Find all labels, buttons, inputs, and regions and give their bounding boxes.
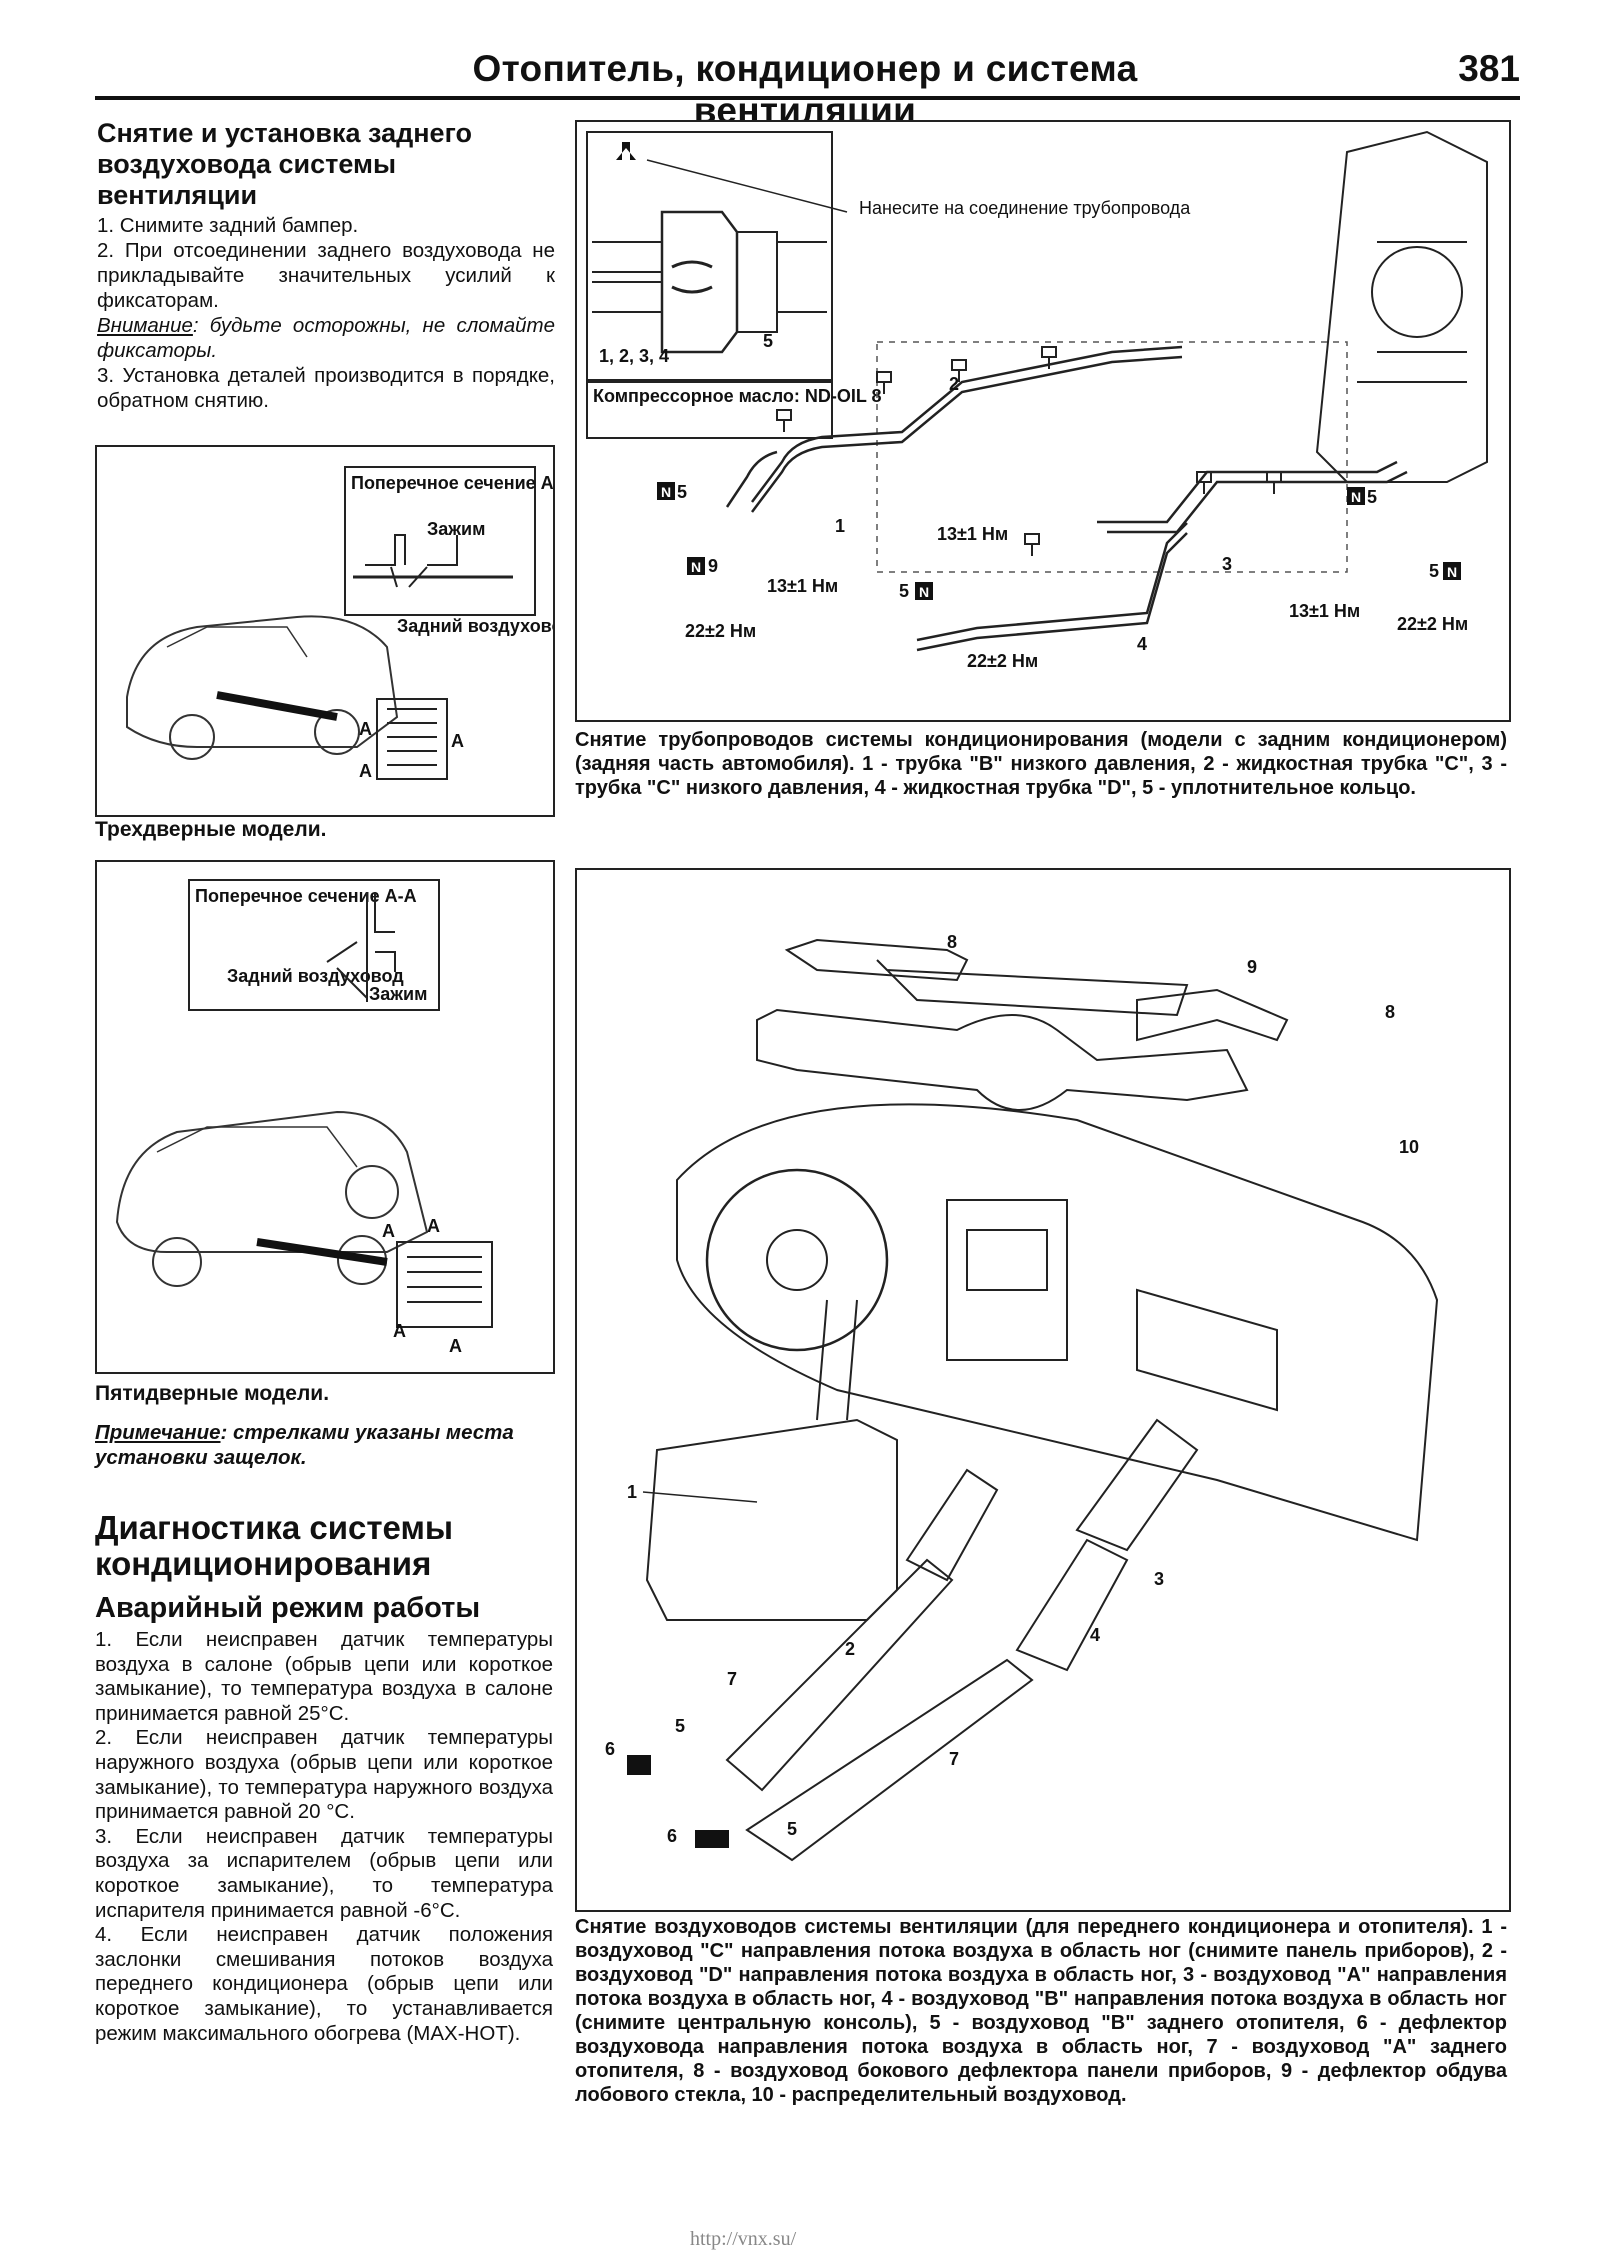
tag-num-5-d: 5 — [1429, 561, 1439, 581]
duct-label-2: 2 — [845, 1639, 855, 1659]
arrow-icon — [616, 142, 636, 160]
diag-item-1: 1. Если неисправен датчик температуры во… — [95, 1628, 553, 1725]
figure-ac-pipes: Нанесите на соединение трубопровода 1, 2… — [575, 120, 1511, 722]
inset-numbers: 1, 2, 3, 4 — [599, 346, 669, 366]
label-section: Поперечное сечение А-А — [195, 886, 417, 906]
duct-label-4: 4 — [1090, 1625, 1100, 1645]
note-label: Примечание — [95, 1421, 221, 1444]
pipe-label-4: 4 — [1137, 634, 1147, 654]
tag-num-5-b: 5 — [899, 581, 909, 601]
caption-five-door: Пятидверные модели. — [95, 1382, 330, 1405]
section-heading-rear-duct: Снятие и установка заднего воздуховода с… — [97, 118, 472, 210]
duct-label-7b: 7 — [949, 1749, 959, 1769]
label-a-4: A — [449, 1336, 462, 1356]
label-a-2: A — [427, 1216, 440, 1236]
warning-text: : будьте осторожны, не сломайте фиксатор… — [97, 314, 555, 362]
tag-n-4: N — [1351, 489, 1361, 505]
duct-label-7a: 7 — [727, 1669, 737, 1689]
duct-label-8b: 8 — [1385, 1002, 1395, 1022]
duct-label-8a: 8 — [947, 932, 957, 952]
step-3: 3. Установка деталей производится в поря… — [97, 364, 555, 412]
label-a-3: A — [393, 1321, 406, 1341]
diag-item-4: 4. Если неисправен датчик положения засл… — [95, 1923, 553, 2045]
figure-three-door: Поперечное сечение А-А Зажим Задний возд… — [95, 445, 555, 817]
figure-vent-ducts: 1 2 3 4 5 5 6 6 7 7 8 8 9 10 — [575, 868, 1511, 1912]
page-number: 381 — [1458, 48, 1520, 89]
section2-body: 1. Если неисправен датчик температуры во… — [95, 1628, 553, 2046]
figure-five-door: Поперечное сечение А-А Задний воздуховод… — [95, 860, 555, 1374]
duct-label-10: 10 — [1399, 1137, 1419, 1157]
pipe-label-1: 1 — [835, 516, 845, 536]
duct-label-5b: 5 — [787, 1819, 797, 1839]
header-rule — [95, 96, 1520, 100]
label-duct: Задний воздуховод — [397, 616, 553, 636]
torque-22-b: 22±2 Нм — [967, 651, 1038, 671]
diag-item-3: 3. Если неисправен датчик температуры во… — [95, 1824, 553, 1922]
inset-note: Нанесите на соединение трубопровода — [859, 198, 1191, 218]
note-text: : стрелками указаны места установки заще… — [95, 1421, 514, 1469]
label-clamp: Зажим — [427, 519, 485, 539]
tag-n-box-1 — [657, 482, 675, 500]
label-a-2: A — [359, 761, 372, 781]
tag-n-2: N — [691, 559, 701, 575]
section1-body: 1. Снимите задний бампер. 2. При отсоеди… — [97, 213, 555, 413]
torque-22-a: 22±2 Нм — [685, 621, 756, 641]
warning-label: Внимание — [97, 314, 193, 337]
tag-n-5: N — [1447, 564, 1457, 580]
duct-label-1: 1 — [627, 1482, 637, 1502]
tag-num-9: 9 — [708, 556, 718, 576]
tag-n-box-3 — [915, 582, 933, 600]
inset-five: 5 — [763, 331, 773, 351]
torque-22-c: 22±2 Нм — [1397, 614, 1468, 634]
caption-three-door: Трехдверные модели. — [95, 818, 327, 841]
label-a-1: A — [359, 719, 372, 739]
label-duct: Задний воздуховод — [227, 966, 404, 986]
step-2: 2. При отсоединении заднего воздуховода … — [97, 239, 555, 312]
tag-num-5-a: 5 — [677, 482, 687, 502]
step-1: 1. Снимите задний бампер. — [97, 214, 359, 237]
tag-n-box-2 — [687, 557, 705, 575]
label-section: Поперечное сечение А-А — [351, 473, 553, 493]
tag-n-1: N — [661, 484, 671, 500]
diag-item-2: 2. Если неисправен датчик температуры на… — [95, 1726, 553, 1824]
vent-ducts-diagram: 1 2 3 4 5 5 6 6 7 7 8 8 9 10 — [605, 932, 1439, 1862]
pipe-label-2: 2 — [949, 374, 959, 394]
tag-num-5-c: 5 — [1367, 487, 1377, 507]
label-clamp: Зажим — [369, 984, 427, 1004]
duct-label-6b: 6 — [667, 1826, 677, 1846]
duct-label-6a: 6 — [605, 1739, 615, 1759]
label-a-1: A — [382, 1221, 395, 1241]
five-door-diagram: Поперечное сечение А-А Задний воздуховод… — [115, 879, 493, 1356]
duct-label-3: 3 — [1154, 1569, 1164, 1589]
caption-vent-ducts: Снятие воздуховодов системы вентиляции (… — [575, 1916, 1507, 2106]
tag-n-box-5 — [1443, 562, 1461, 580]
oil-label: Компрессорное масло: ND-OIL 8 — [593, 386, 882, 406]
three-door-diagram: Поперечное сечение А-А Зажим Задний возд… — [126, 466, 553, 781]
label-a-3: A — [451, 731, 464, 751]
duct-label-5a: 5 — [675, 1716, 685, 1736]
watermark: http://vnx.su/ — [690, 2228, 797, 2250]
duct-label-9: 9 — [1247, 957, 1257, 977]
tag-n-box-4 — [1347, 487, 1365, 505]
clamp-icon — [776, 346, 1282, 556]
deflector-icon-1 — [627, 1755, 651, 1775]
torque-13-a: 13±1 Нм — [767, 576, 838, 596]
note-latches: Примечание: стрелками указаны места уста… — [95, 1420, 553, 1470]
tag-n-3: N — [919, 584, 929, 600]
pipe-label-3: 3 — [1222, 554, 1232, 574]
warning-note: Внимание: будьте осторожны, не сломайте … — [97, 313, 555, 363]
deflector-icon-2 — [695, 1830, 729, 1848]
caption-ac-pipes: Снятие трубопроводов системы кондиционир… — [575, 729, 1507, 799]
torque-13-b: 13±1 Нм — [937, 524, 1008, 544]
subheading-emergency-mode: Аварийный режим работы — [95, 1592, 481, 1624]
section-heading-diagnostics: Диагностика системы кондиционирования — [95, 1509, 454, 1582]
ac-pipes-diagram: Нанесите на соединение трубопровода 1, 2… — [586, 130, 1488, 671]
torque-13-c: 13±1 Нм — [1289, 601, 1360, 621]
